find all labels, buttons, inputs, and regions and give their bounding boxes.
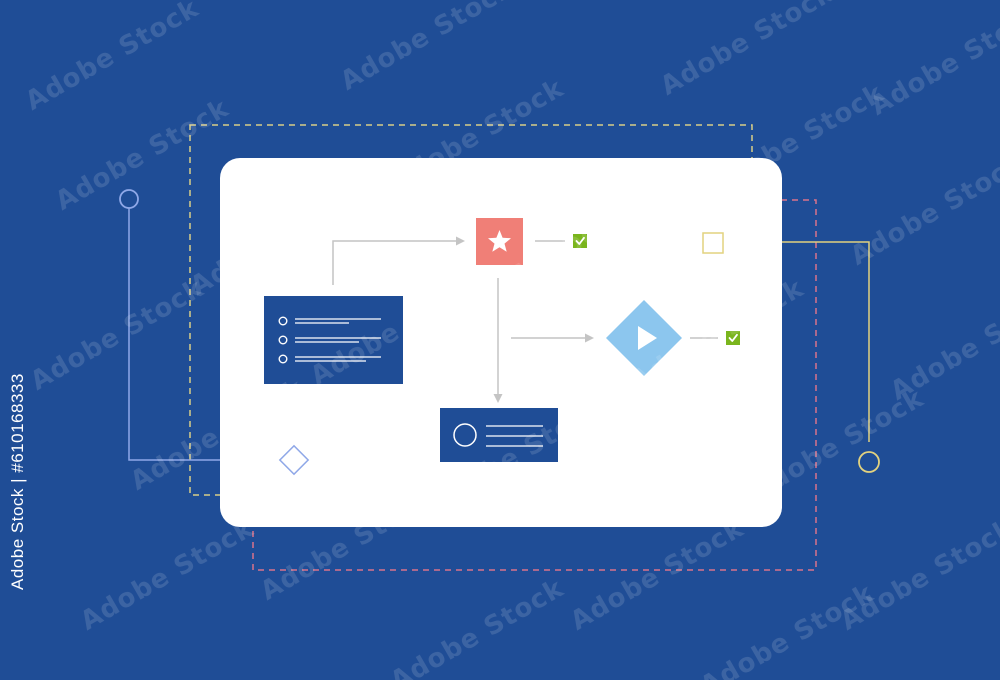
stock-id-label: Adobe Stock | #610168333 bbox=[8, 373, 27, 590]
play-icon bbox=[638, 326, 657, 350]
circle-bullet-icon bbox=[278, 316, 288, 326]
arrowhead-icon bbox=[493, 394, 503, 403]
yellow-square-icon bbox=[702, 232, 724, 254]
flow-arrow-list-to-star bbox=[332, 240, 456, 285]
profile-block-bg bbox=[440, 408, 558, 462]
circle-bullet-icon bbox=[278, 335, 288, 345]
check-badge-bg bbox=[573, 234, 587, 248]
list-block bbox=[264, 296, 403, 384]
right-connector-node-icon bbox=[858, 451, 880, 473]
profile-block bbox=[440, 408, 558, 462]
list-block-bg bbox=[264, 296, 403, 384]
arrowhead-icon bbox=[585, 333, 594, 343]
play-diamond-block bbox=[606, 300, 682, 376]
checkmark-icon bbox=[575, 236, 585, 245]
star-block bbox=[476, 218, 523, 265]
circle-bullet-icon bbox=[278, 354, 288, 364]
check-badge-right bbox=[726, 331, 740, 345]
check-badge-top bbox=[573, 234, 587, 248]
check-badge-bg bbox=[726, 331, 740, 345]
star-icon bbox=[488, 230, 511, 252]
dashed-frame-pink bbox=[252, 199, 817, 571]
blue-diamond-outline-icon bbox=[278, 444, 310, 476]
main-card bbox=[220, 158, 782, 527]
arrowhead-icon bbox=[456, 236, 465, 246]
avatar-circle-icon bbox=[453, 423, 477, 447]
checkmark-icon bbox=[728, 333, 738, 342]
